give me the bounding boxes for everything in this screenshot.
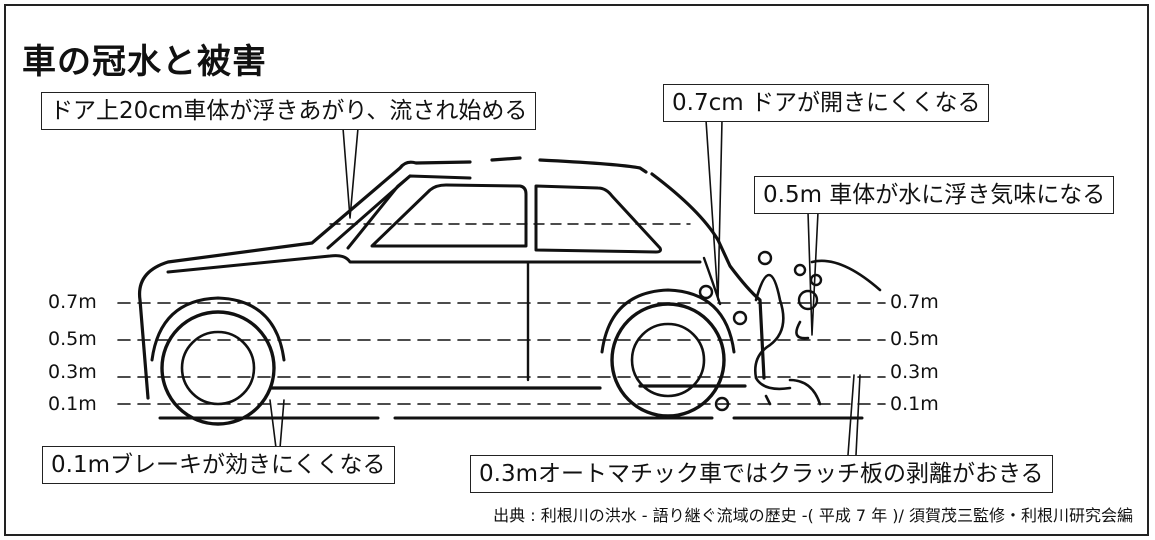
bubble-5 [797,289,819,311]
callout-door-top: ドア上20cm車体が浮きあがり、流され始める [41,92,537,130]
level-right-0-7: 0.7m [890,291,939,313]
source-citation: 出典 : 利根川の洪水 - 語り継ぐ流域の歴史 -( 平成 7 年 )/ 須賀茂… [493,506,1133,525]
front-wheel-rim [180,330,256,406]
level-right-0-1: 0.1m [890,393,939,415]
bubble-3 [698,284,714,300]
water-splash [754,259,882,406]
car-body [137,156,766,400]
rear-wheel-tire [610,302,726,418]
car-belt-line [166,254,702,274]
diagram-frame [4,4,1149,536]
bubble-7 [809,273,823,287]
leader-door-open [705,119,723,301]
car-windshield [346,174,412,250]
level-right-0-5: 0.5m [890,328,939,350]
leader-door-top [342,127,359,219]
bubble-4 [732,310,748,326]
front-wheel-arch [150,296,286,362]
leader-body-float [807,211,819,336]
leader-brake [269,399,285,449]
level-left-0-5: 0.5m [48,328,97,350]
front-wheel-tire [160,310,276,426]
level-right-0-3: 0.3m [890,361,939,383]
level-left-0-1: 0.1m [48,393,97,415]
level-left-0-7: 0.7m [48,291,97,313]
bubble-6 [714,396,730,412]
callout-brake: 0.1mブレーキが効きにくくなる [42,446,395,484]
car-window-rear [534,184,662,254]
callout-door-open: 0.7cm ドアが開きにくくなる [663,84,990,122]
leader-clutch [847,374,861,456]
level-left-0-3: 0.3m [48,361,97,383]
bubble-2 [793,263,807,277]
rear-wheel-rim [630,322,706,398]
page-title: 車の冠水と被害 [22,42,267,82]
rear-wheel-arch [600,288,736,354]
callout-body-float: 0.5m 車体が水に浮き気味になる [754,176,1115,214]
bubble-1 [757,250,773,266]
callout-clutch: 0.3mオートマチック車ではクラッチ板の剥離がおきる [470,455,1053,493]
car-window-front [370,183,528,248]
